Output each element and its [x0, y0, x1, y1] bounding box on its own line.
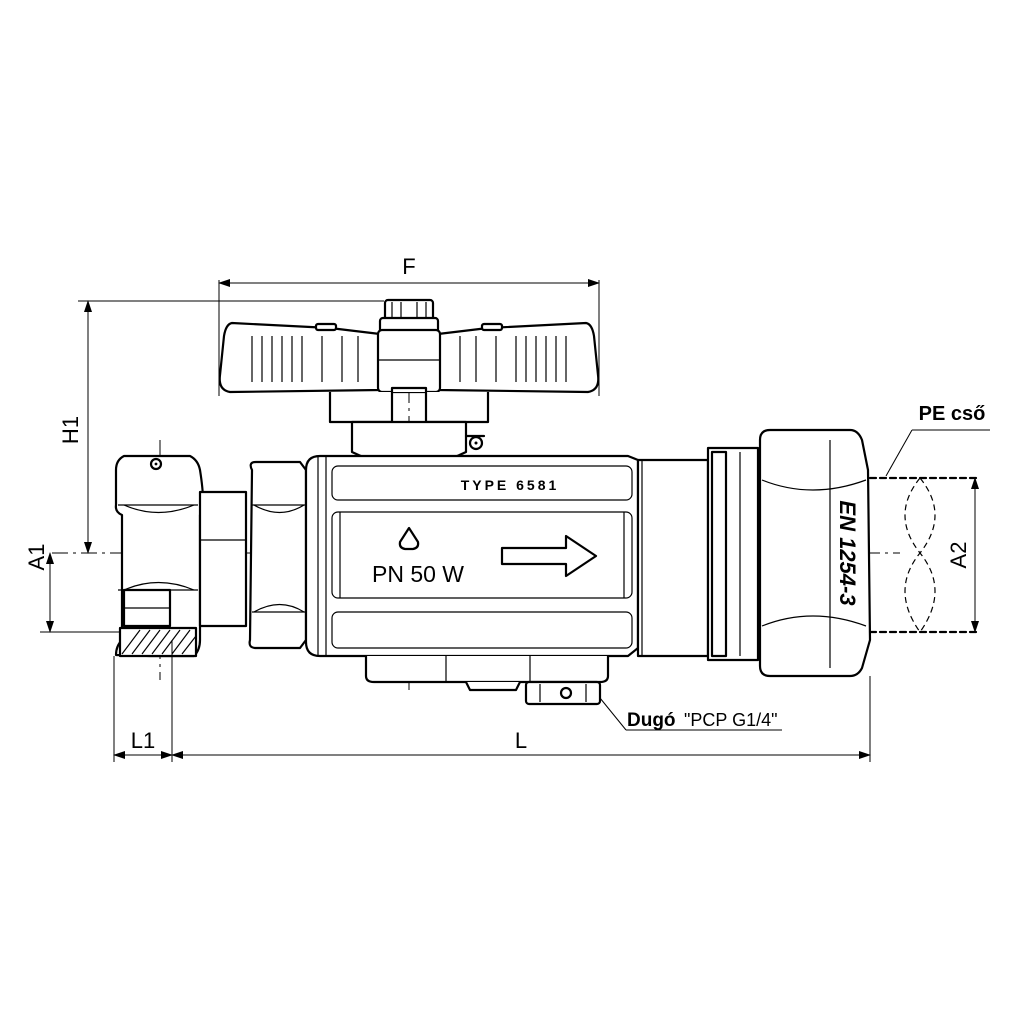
right-compression-nut [706, 428, 872, 678]
dim-label-l: L [515, 728, 527, 753]
standard-marking: EN 1254-3 [835, 500, 860, 605]
plug-label-bold: Dugó [627, 710, 676, 731]
type-marking: TYPE 6581 [461, 477, 560, 493]
dim-label-a2: A2 [946, 542, 971, 569]
dimension-lines [40, 279, 990, 762]
left-union-nut [114, 454, 248, 658]
dim-label-h1: H1 [58, 416, 83, 444]
dim-label-a1: A1 [24, 544, 49, 571]
pe-pipe-stub [868, 476, 980, 634]
plug-label-spec: "PCP G1/4" [684, 710, 778, 730]
dim-label-l1: L1 [131, 728, 155, 753]
left-body-hex [248, 460, 308, 650]
main-valve-body [304, 454, 710, 658]
pe-pipe-label: PE cső [919, 403, 986, 425]
bottom-drain-port [364, 656, 610, 706]
pressure-marking: PN 50 W [372, 561, 464, 587]
butterfly-handle [218, 298, 600, 424]
dim-label-f: F [402, 254, 415, 279]
